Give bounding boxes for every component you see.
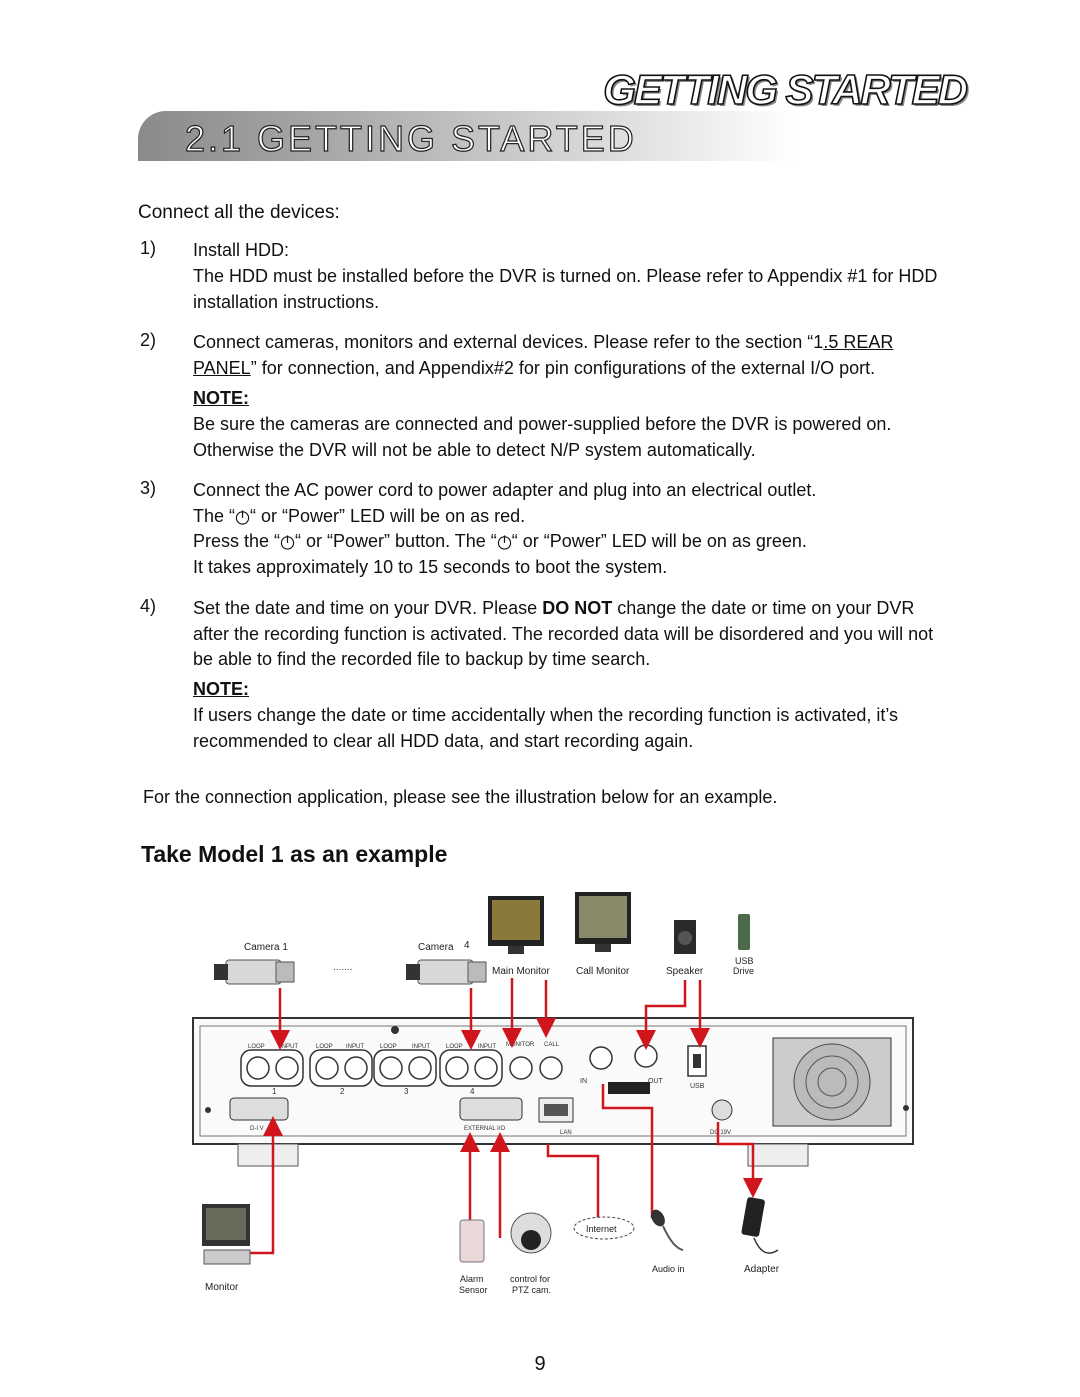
step-1-number: 1) xyxy=(140,238,157,258)
example-heading: Take Model 1 as an example xyxy=(141,841,448,867)
step-2-text-a: Connect cameras, monitors and external d… xyxy=(193,332,824,352)
step-4-note-label: NOTE: xyxy=(193,679,249,699)
footer-text: For the connection application, please s… xyxy=(143,787,778,807)
microphone-icon xyxy=(651,1209,684,1251)
step-4-bold: DO NOT xyxy=(542,598,613,618)
rear-panel-link[interactable]: .5 REAR PANEL xyxy=(193,332,894,378)
sensor-label: Sensor xyxy=(459,1285,488,1295)
step-1-heading: Install HDD: xyxy=(193,240,290,260)
pc-monitor-icon xyxy=(202,1204,251,1265)
camera-4-icon xyxy=(406,959,487,985)
panel-monitor: MONITOR xyxy=(506,1042,535,1048)
panel-call: CALL xyxy=(544,1042,560,1048)
panel-usb: USB xyxy=(690,1083,705,1090)
camera-1-label: Camera 1 xyxy=(244,942,288,953)
panel-number-4: 4 xyxy=(470,1087,475,1096)
panel-lan: LAN xyxy=(560,1130,572,1136)
panel-loop-3: LOOP xyxy=(380,1044,397,1050)
ptz-camera-icon xyxy=(510,1212,552,1254)
power-adapter-icon xyxy=(741,1197,779,1254)
step-3-line-3: Press the “ “ or “Power” button. The “ “ o… xyxy=(193,529,963,555)
usb-drive-label-drive: Drive xyxy=(733,966,754,976)
usb-drive-icon xyxy=(738,914,750,950)
panel-loop-4: LOOP xyxy=(446,1044,463,1050)
call-monitor-label: Call Monitor xyxy=(576,966,630,977)
ptz-label: PTZ cam. xyxy=(512,1285,551,1295)
step-3-line-3-b: “ or “Power” button. The “ xyxy=(295,531,497,551)
audio-in-label: Audio in xyxy=(652,1264,685,1274)
internet-cloud-icon xyxy=(573,1216,635,1240)
panel-number-3: 3 xyxy=(404,1087,409,1096)
internet-label: Internet xyxy=(586,1224,617,1234)
camera-4-label: Camera xyxy=(418,942,454,953)
step-3-line-2: The “ “ or “Power” LED will be on as red. xyxy=(193,504,963,530)
panel-input-2: INPUT xyxy=(346,1044,364,1050)
power-icon xyxy=(497,535,511,550)
intro-text: Connect all the devices: xyxy=(138,202,340,223)
step-3-line-1: Connect the AC power cord to power adapt… xyxy=(193,480,817,500)
main-monitor-icon xyxy=(488,896,544,954)
panel-dc: DC 19V xyxy=(710,1130,731,1136)
panel-input-3: INPUT xyxy=(412,1044,430,1050)
step-3-line-2-a: The “ xyxy=(193,506,236,526)
connection-diagram: Camera 1 ....... Camera 4 Main Monitor C… xyxy=(192,892,914,1295)
main-monitor-label: Main Monitor xyxy=(492,966,550,977)
alarm-label: Alarm xyxy=(460,1274,484,1284)
panel-number-1: 1 xyxy=(272,1087,277,1096)
panel-number-2: 2 xyxy=(340,1087,345,1096)
step-2-note-label: NOTE: xyxy=(193,388,249,408)
step-2-text-b: ” for connection, and Appendix#2 for pin… xyxy=(250,357,876,378)
alarm-sensor-icon xyxy=(459,1219,485,1263)
camera-1-icon xyxy=(214,959,295,985)
panel-loop-2: LOOP xyxy=(316,1044,333,1050)
step-1-text: The HDD must be installed before the DVR… xyxy=(193,266,938,312)
page-number: 9 xyxy=(534,1353,546,1375)
section-bar xyxy=(138,111,798,161)
section-title: 2.1 GETTING STARTED xyxy=(184,117,637,159)
step-2-note: Be sure the cameras are connected and po… xyxy=(193,414,892,460)
panel-loop-1: LOOP xyxy=(248,1044,265,1050)
step-4-text: Set the date and time on your DVR. Pleas… xyxy=(193,596,953,673)
step-3-line-4: It takes approximately 10 to 15 seconds … xyxy=(193,557,668,577)
step-4-number: 4) xyxy=(140,596,157,616)
call-monitor-icon xyxy=(575,892,631,952)
step-4-note: If users change the date or time acciden… xyxy=(193,705,899,751)
panel-out: OUT xyxy=(648,1078,664,1085)
step-4-text-b: change the date or time on your DVR afte… xyxy=(193,598,934,669)
panel-dsub: D-I V xyxy=(250,1126,264,1132)
speaker-label: Speaker xyxy=(666,966,704,977)
control-for-label: control for xyxy=(510,1274,550,1284)
step-3-number: 3) xyxy=(140,478,157,498)
panel-in: IN xyxy=(580,1078,587,1085)
step-4-text-a: Set the date and time on your DVR. Pleas… xyxy=(193,598,543,618)
adapter-label: Adapter xyxy=(744,1264,780,1275)
camera-4-number: 4 xyxy=(464,940,470,951)
pc-monitor-label: Monitor xyxy=(205,1282,239,1293)
power-icon xyxy=(235,510,250,525)
power-icon xyxy=(280,535,295,550)
panel-external-io: EXTERNAL I/O xyxy=(464,1126,505,1132)
panel-input-1: INPUT xyxy=(280,1044,298,1050)
speaker-icon xyxy=(674,920,696,954)
dvr-rear-panel xyxy=(192,1017,914,1167)
camera-dots: ....... xyxy=(333,962,352,973)
header-title: GETTING STARTED xyxy=(602,65,968,114)
step-3-line-3-c: “ or “Power” LED will be on as green. xyxy=(511,531,807,551)
step-3-line-2-b: “ or “Power” LED will be on as red. xyxy=(250,506,526,526)
step-2-text: Connect cameras, monitors and external d… xyxy=(193,330,958,381)
panel-input-4: INPUT xyxy=(478,1044,496,1050)
step-3-line-3-a: Press the “ xyxy=(193,531,281,551)
usb-drive-label-usb: USB xyxy=(735,956,754,966)
step-2-number: 2) xyxy=(140,330,157,350)
